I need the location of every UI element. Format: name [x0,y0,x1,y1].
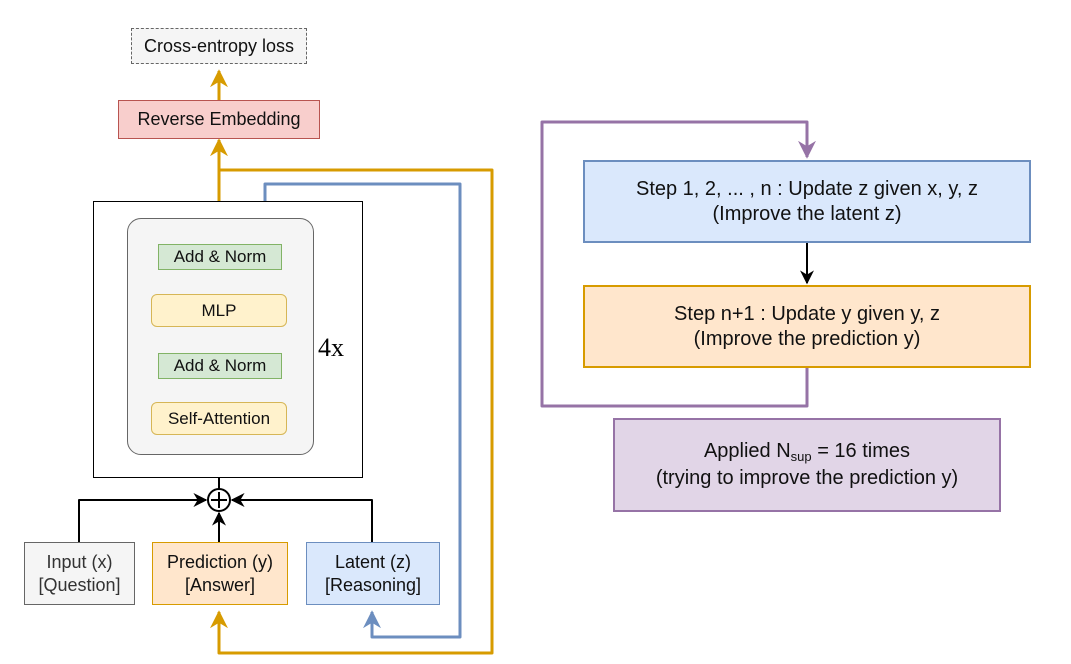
prediction-y-title: Prediction (y) [166,552,274,572]
update-latent-step-title: Step 1, 2, ... , n : Update z given x, y… [635,177,979,200]
add-norm-top-label: Add & Norm [173,247,267,267]
update-prediction-step-subtitle: (Improve the prediction y) [693,327,921,350]
latent-z-subtitle: [Reasoning] [324,574,422,595]
latent-feedback-loop [263,182,462,639]
repeat-count-label: 4x [318,333,344,362]
update-prediction-step-title: Step n+1 : Update y given y, z [674,302,940,325]
add-norm-bottom-label: Add & Norm [173,356,267,376]
supervision-repeat-subtitle: (trying to improve the prediction y) [655,466,959,489]
update-prediction-step-box: Step n+1 : Update y given y, z (Improve … [583,285,1031,368]
sum-plus-icon [211,492,227,508]
supervision-suffix: = 16 times [811,440,911,463]
self-attention-label: Self-Attention [167,408,271,428]
prediction-y-subtitle: [Answer] [184,574,256,595]
prediction-feedback-loop [210,168,494,655]
latent-z-box: Latent (z) [Reasoning] [306,542,440,605]
arrow-latent-to-sum [230,493,373,542]
supervision-subscript: sup [790,449,812,465]
add-norm-top-box: Add & Norm [158,244,282,270]
update-latent-step-subtitle: (Improve the latent z) [712,202,902,225]
mlp-box: MLP [151,294,287,327]
supervision-repeat-box: Applied Nsup = 16 times (trying to impro… [613,418,1001,512]
arrow-input-to-sum [78,493,208,542]
supervision-loop [540,120,816,408]
mlp-label: MLP [201,300,237,320]
supervision-repeat-title: Applied Nsup = 16 times [704,439,910,465]
prediction-y-box: Prediction (y) [Answer] [152,542,288,605]
supervision-prefix: Applied N [703,440,791,463]
input-x-subtitle: [Question] [38,574,121,595]
cross-entropy-loss-box: Cross-entropy loss [131,28,307,64]
self-attention-box: Self-Attention [151,402,287,435]
latent-z-title: Latent (z) [334,552,412,572]
reverse-embedding-label: Reverse Embedding [137,109,301,130]
add-norm-bottom-box: Add & Norm [158,353,282,379]
input-x-box: Input (x) [Question] [24,542,135,605]
cross-entropy-loss-label: Cross-entropy loss [143,35,295,56]
update-latent-step-box: Step 1, 2, ... , n : Update z given x, y… [583,160,1031,243]
input-x-title: Input (x) [46,552,113,572]
reverse-embedding-box: Reverse Embedding [118,100,320,139]
